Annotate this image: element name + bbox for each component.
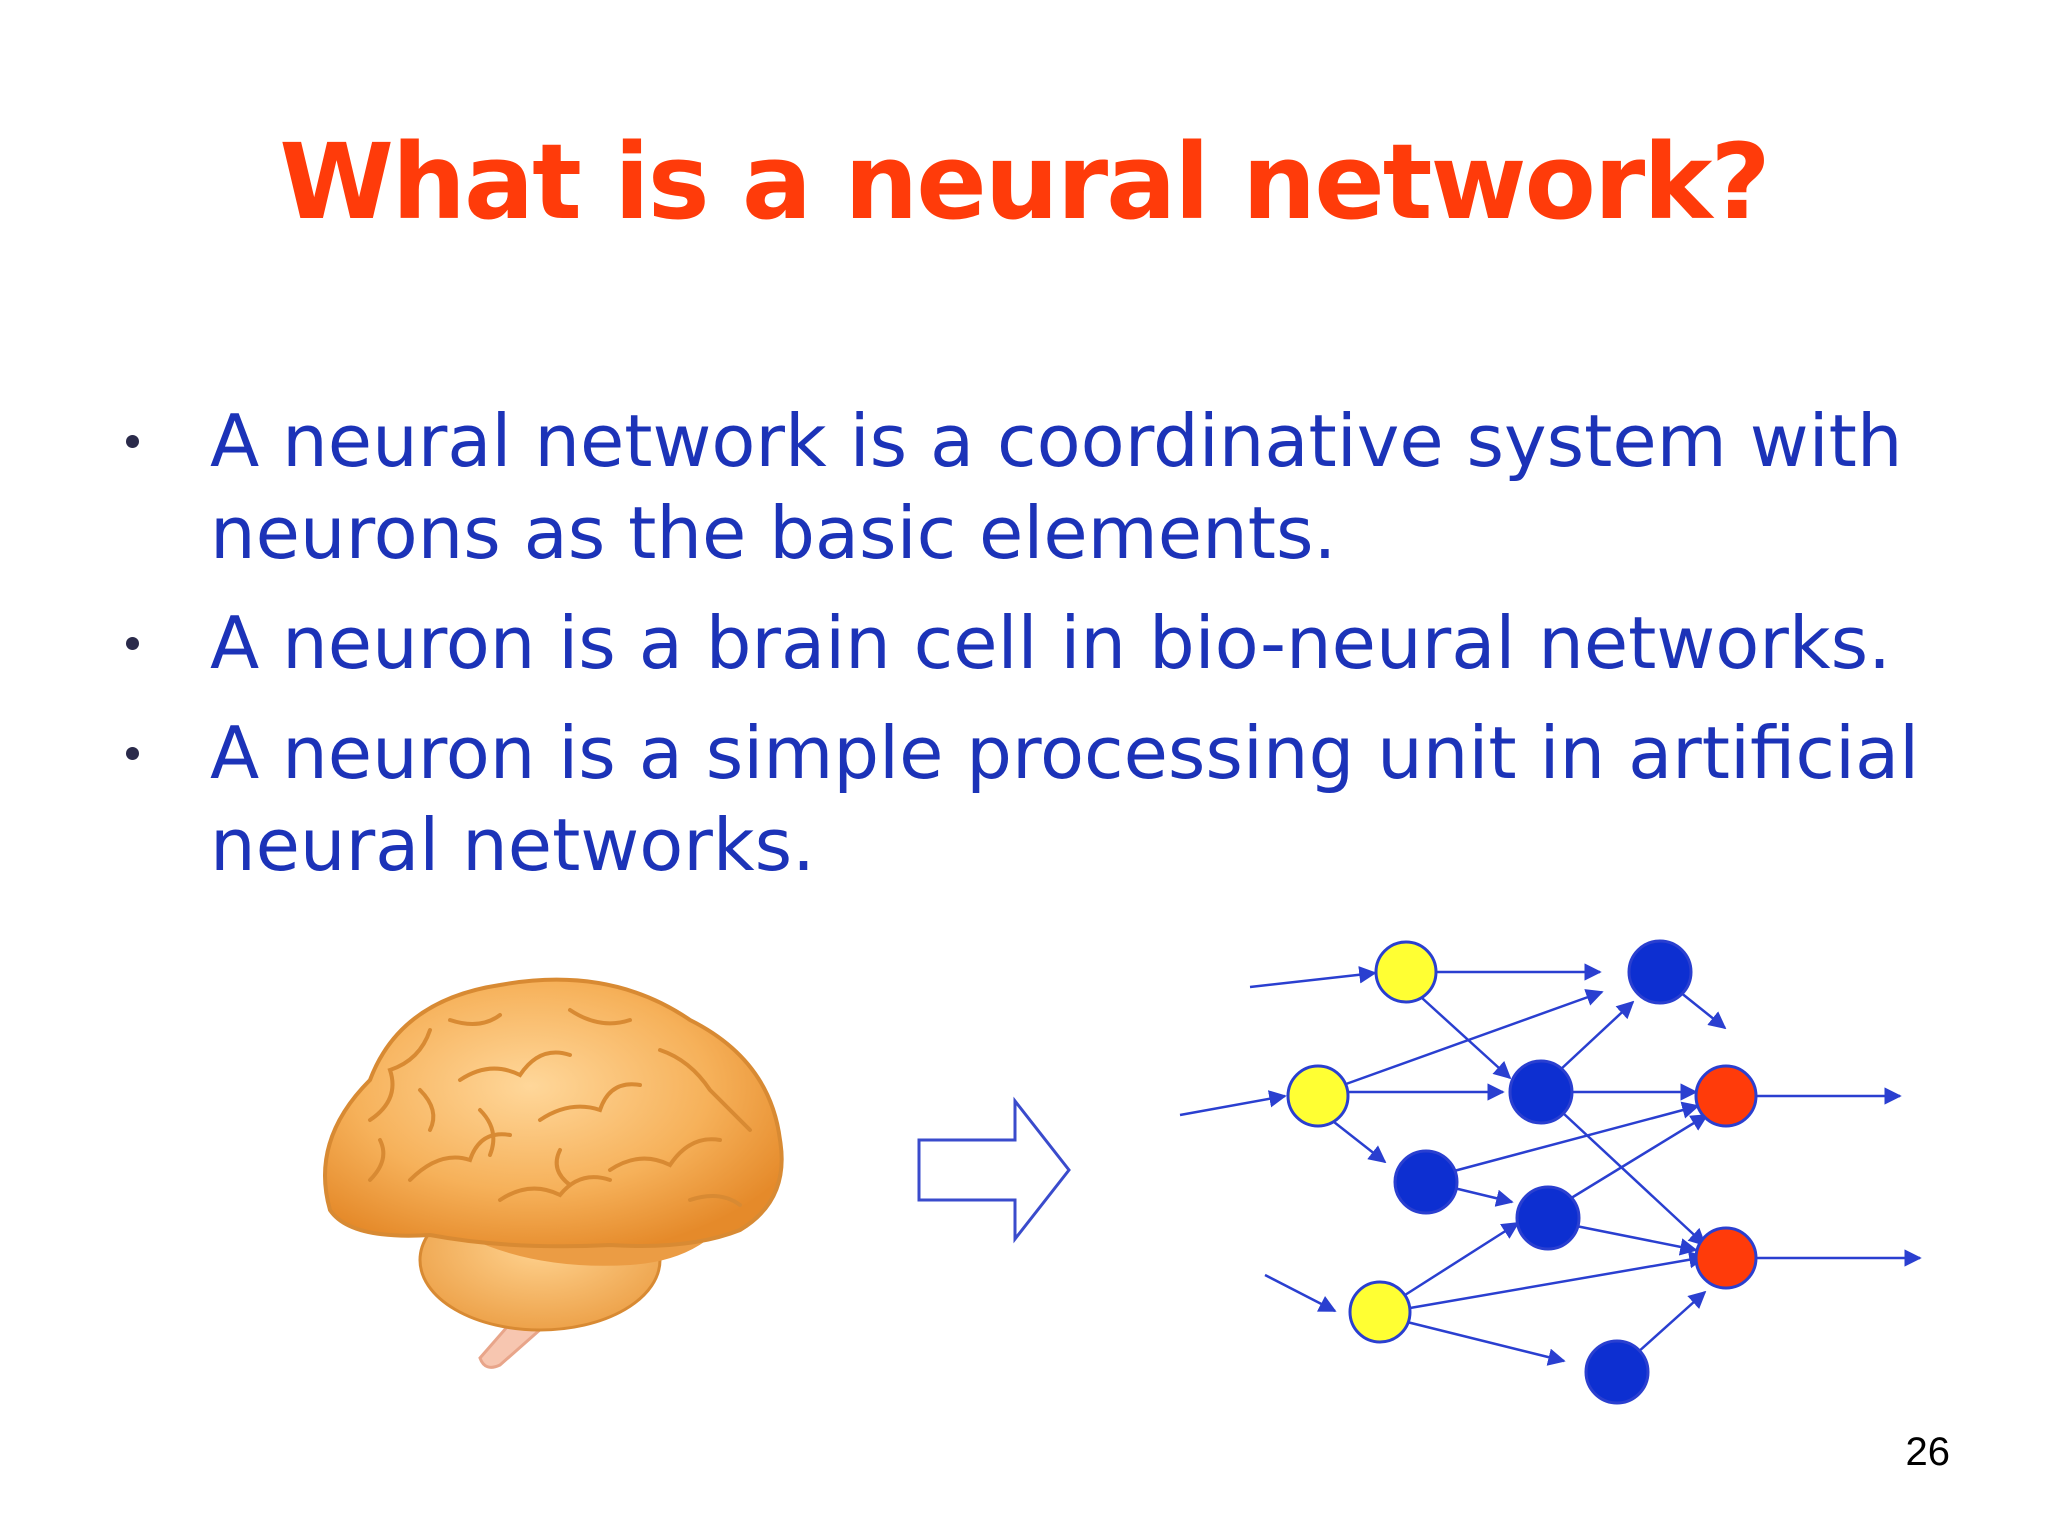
network-edge bbox=[1453, 1101, 1700, 1173]
output-node bbox=[1694, 1064, 1758, 1128]
network-edge bbox=[1562, 1112, 1707, 1247]
bullet-text: A neural network is a coordinative syste… bbox=[210, 399, 1903, 575]
bullet-dot bbox=[126, 637, 139, 650]
input-arrow bbox=[1264, 1273, 1337, 1313]
network-edge bbox=[1409, 1251, 1707, 1310]
input-arrow bbox=[1249, 966, 1377, 989]
bullet-item: A neuron is a simple processing unit in … bbox=[110, 707, 1980, 891]
network-nodes bbox=[1286, 939, 1758, 1405]
output-node bbox=[1694, 1226, 1758, 1290]
hidden-node bbox=[1584, 1339, 1650, 1405]
network-edge bbox=[1679, 991, 1727, 1030]
network-edge bbox=[1404, 1221, 1520, 1297]
network-edge bbox=[1333, 1121, 1387, 1164]
brain-folds bbox=[368, 1008, 752, 1207]
bullet-dot bbox=[126, 747, 139, 760]
hidden-node bbox=[1508, 1059, 1574, 1125]
network-edge bbox=[1636, 1290, 1707, 1354]
temporal-lobe bbox=[430, 1200, 740, 1266]
input-node bbox=[1374, 940, 1438, 1004]
network-edge bbox=[1575, 1224, 1698, 1256]
hidden-node bbox=[1627, 939, 1693, 1005]
bullet-text: A neuron is a brain cell in bio-neural n… bbox=[210, 601, 1891, 685]
bullet-dot bbox=[126, 435, 139, 448]
slide-title: What is a neural network? bbox=[279, 121, 1771, 243]
bullet-item: A neuron is a brain cell in bio-neural n… bbox=[110, 597, 1980, 689]
bullet-list: A neural network is a coordinative syste… bbox=[110, 395, 1980, 909]
network-edge bbox=[1421, 997, 1512, 1080]
bullet-item: A neural network is a coordinative syste… bbox=[110, 395, 1980, 579]
network-edge bbox=[1406, 1320, 1566, 1366]
input-node bbox=[1286, 1064, 1350, 1128]
input-arrow bbox=[1179, 1090, 1287, 1117]
neural-network-diagram bbox=[1179, 939, 1922, 1405]
page-number: 26 bbox=[1905, 1430, 1951, 1474]
network-edge bbox=[1453, 1186, 1514, 1207]
input-node bbox=[1348, 1280, 1412, 1344]
network-edges bbox=[1179, 963, 1922, 1366]
right-arrow-icon bbox=[917, 1096, 1071, 1244]
hidden-node bbox=[1393, 1149, 1459, 1215]
network-edge bbox=[1559, 1000, 1635, 1071]
brain-illustration bbox=[323, 977, 784, 1369]
network-edge bbox=[1345, 989, 1604, 1086]
bullet-text: A neuron is a simple processing unit in … bbox=[210, 711, 1920, 887]
hidden-node bbox=[1515, 1185, 1581, 1251]
network-edge bbox=[1567, 1113, 1709, 1202]
